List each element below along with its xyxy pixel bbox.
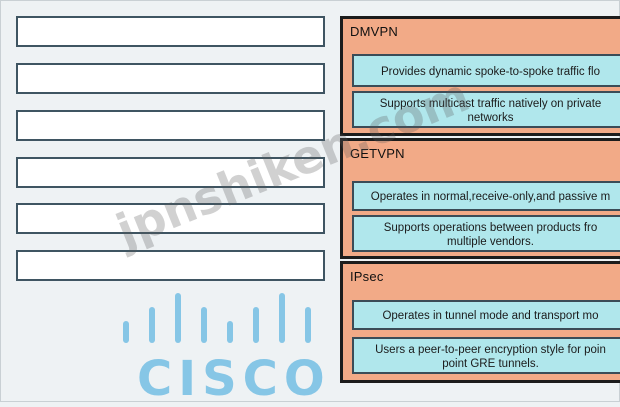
category-title: IPsec xyxy=(350,269,384,284)
drag-item-text: Supports multicast traffic natively on p… xyxy=(379,97,602,110)
drag-item-text: Users a peer-to-peer encryption style fo… xyxy=(375,343,606,356)
answer-slot-6[interactable] xyxy=(16,250,325,281)
drag-item-ipsec-1[interactable]: Operates in tunnel mode and transport mo xyxy=(352,300,620,330)
drag-item-text: Operates in normal,receive-only,and pass… xyxy=(370,191,611,203)
drag-item-ipsec-2[interactable]: Users a peer-to-peer encryption style fo… xyxy=(352,337,620,374)
cisco-logo-text: CISCO xyxy=(137,351,331,407)
answer-slot-5[interactable] xyxy=(16,203,325,234)
category-title: GETVPN xyxy=(350,146,405,161)
drag-item-dmvpn-2[interactable]: Supports multicast traffic natively on p… xyxy=(352,91,620,128)
category-ipsec: IPsec Operates in tunnel mode and transp… xyxy=(340,261,620,383)
category-title: DMVPN xyxy=(350,24,398,39)
answer-slot-3[interactable] xyxy=(16,110,325,141)
answer-slot-4[interactable] xyxy=(16,157,325,188)
answer-slot-2[interactable] xyxy=(16,63,325,94)
drag-item-dmvpn-1[interactable]: Provides dynamic spoke-to-spoke traffic … xyxy=(352,54,620,87)
category-getvpn: GETVPN Operates in normal,receive-only,a… xyxy=(340,138,620,259)
drag-item-text: point GRE tunnels. xyxy=(442,357,539,370)
drag-item-text: multiple vendors. xyxy=(447,235,534,248)
drag-item-text: Supports operations between products fro xyxy=(383,221,598,234)
drag-item-getvpn-2[interactable]: Supports operations between products fro… xyxy=(352,215,620,252)
drag-item-text: networks xyxy=(467,111,514,124)
category-dmvpn: DMVPN Provides dynamic spoke-to-spoke tr… xyxy=(340,16,620,136)
cisco-logo: CISCO xyxy=(119,293,325,407)
drag-item-getvpn-1[interactable]: Operates in normal,receive-only,and pass… xyxy=(352,181,620,211)
drag-item-text: Operates in tunnel mode and transport mo xyxy=(382,310,599,322)
answer-slot-1[interactable] xyxy=(16,16,325,47)
drag-item-text: Provides dynamic spoke-to-spoke traffic … xyxy=(380,65,601,78)
